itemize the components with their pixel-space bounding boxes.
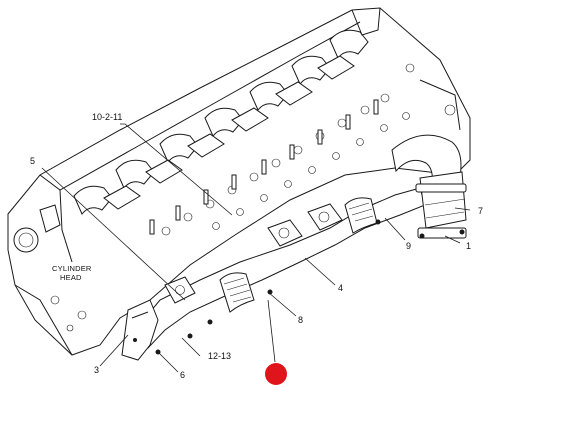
callout-12-13: 12-13 — [208, 351, 231, 361]
callout-5: 5 — [30, 156, 35, 166]
callout-6: 6 — [180, 370, 185, 380]
rocker-pedestals — [103, 55, 355, 210]
bearing-saddles-top — [73, 29, 369, 215]
callout-1: 1 — [466, 241, 471, 251]
callout-8: 8 — [298, 315, 303, 325]
labels: CYLINDER HEAD 10-2-11 5 7 1 9 4 8 12-13 … — [30, 112, 483, 380]
red-marker-dot — [265, 363, 287, 385]
head-front-face — [13, 204, 87, 356]
callout-9: 9 — [406, 241, 411, 251]
elbow-pipe-and-clamp — [391, 134, 467, 239]
callout-10-2-11: 10-2-11 — [92, 112, 122, 122]
callout-3: 3 — [94, 365, 99, 375]
left-pipe-assembly — [121, 299, 159, 361]
exhaust-manifold — [134, 187, 426, 355]
callout-7: 7 — [478, 206, 483, 216]
valve-studs — [149, 99, 379, 235]
leader-lines — [41, 123, 471, 373]
head-rear-face — [351, 7, 461, 131]
callout-4: 4 — [338, 283, 343, 293]
cylinder-head-label-1: CYLINDER — [52, 264, 92, 273]
cylinder-head-label-2: HEAD — [60, 273, 82, 282]
cylinder-head-block — [7, 7, 471, 356]
